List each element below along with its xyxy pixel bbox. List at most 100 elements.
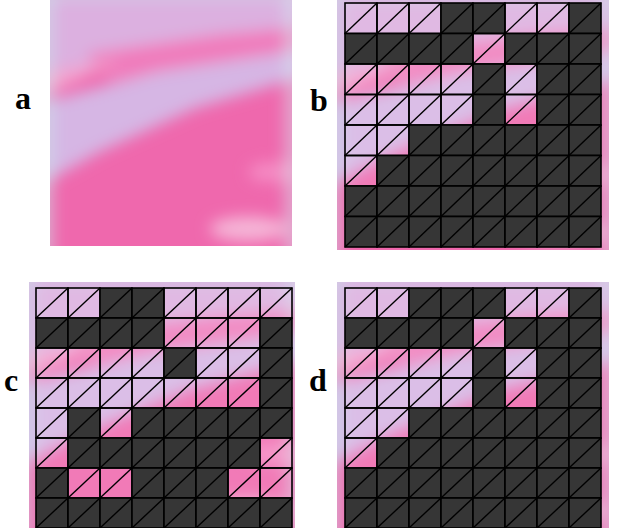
cell-diagonal xyxy=(569,348,601,378)
grid-cell xyxy=(36,468,68,498)
grid-cell xyxy=(377,348,409,378)
grid-cell xyxy=(345,498,377,528)
grid-cell xyxy=(505,468,537,498)
cell-diagonal xyxy=(409,408,441,438)
grid-cell xyxy=(537,34,569,65)
cell-diagonal xyxy=(409,64,441,95)
cell-diagonal xyxy=(196,348,228,378)
grid-cell xyxy=(569,438,601,468)
cell-diagonal xyxy=(260,438,292,468)
grid-cell xyxy=(473,95,505,126)
cell-diagonal xyxy=(473,95,505,126)
panel-letter: d xyxy=(309,364,327,396)
cell-diagonal xyxy=(537,438,569,468)
cell-diagonal xyxy=(68,348,100,378)
cell-diagonal xyxy=(196,318,228,348)
grid-cell xyxy=(569,95,601,126)
grid-cell xyxy=(164,348,196,378)
grid-cell xyxy=(345,3,377,34)
cell-diagonal xyxy=(473,186,505,217)
cell-diagonal xyxy=(569,125,601,156)
cell-diagonal xyxy=(409,348,441,378)
cell-diagonal xyxy=(441,288,473,318)
cell-diagonal xyxy=(505,408,537,438)
grid-cell xyxy=(377,468,409,498)
cell-diagonal xyxy=(473,318,505,348)
cell-diagonal xyxy=(345,186,377,217)
grid-cell xyxy=(100,378,132,408)
cell-diagonal xyxy=(345,217,377,248)
grid-cell xyxy=(100,408,132,438)
grid-cell xyxy=(569,3,601,34)
grid-cell xyxy=(569,318,601,348)
grid-cell xyxy=(68,378,100,408)
cell-diagonal xyxy=(505,438,537,468)
cell-diagonal xyxy=(505,498,537,528)
grid-cell xyxy=(409,438,441,468)
grid-cell xyxy=(36,498,68,528)
grid-cell xyxy=(569,408,601,438)
cell-diagonal xyxy=(441,348,473,378)
cell-diagonal xyxy=(68,438,100,468)
grid-cell xyxy=(68,408,100,438)
cell-diagonal xyxy=(345,125,377,156)
grid-cell xyxy=(260,378,292,408)
cell-diagonal xyxy=(537,186,569,217)
cell-diagonal xyxy=(441,125,473,156)
cell-diagonal xyxy=(441,217,473,248)
grid-cell xyxy=(164,318,196,348)
grid-cell xyxy=(345,408,377,438)
grid-cell xyxy=(441,217,473,248)
grid-cell xyxy=(505,438,537,468)
grid-cell xyxy=(537,318,569,348)
grid-cell xyxy=(473,3,505,34)
grid-cell xyxy=(260,438,292,468)
grid-cell xyxy=(441,156,473,187)
cell-diagonal xyxy=(228,288,260,318)
grid-cell xyxy=(537,3,569,34)
grid-cell xyxy=(537,288,569,318)
cell-diagonal xyxy=(537,3,569,34)
grid-cell xyxy=(537,498,569,528)
cell-diagonal xyxy=(569,408,601,438)
grid-cell xyxy=(441,64,473,95)
cell-diagonal xyxy=(441,408,473,438)
grid-cell xyxy=(164,378,196,408)
cell-diagonal xyxy=(569,95,601,126)
grid-cell xyxy=(473,378,505,408)
grid-cell xyxy=(409,468,441,498)
cell-diagonal xyxy=(473,64,505,95)
grid-cell xyxy=(537,468,569,498)
grid-cell xyxy=(68,288,100,318)
cell-diagonal xyxy=(569,3,601,34)
grid-cell xyxy=(260,468,292,498)
cell-diagonal xyxy=(100,468,132,498)
cell-diagonal xyxy=(505,186,537,217)
cell-diagonal xyxy=(473,217,505,248)
grid-cell xyxy=(36,378,68,408)
grid-cell xyxy=(505,34,537,65)
grid-cell xyxy=(505,217,537,248)
cell-diagonal xyxy=(409,186,441,217)
grid-cell xyxy=(505,156,537,187)
mask-grid xyxy=(345,288,601,528)
cell-diagonal xyxy=(132,318,164,348)
cell-diagonal xyxy=(132,438,164,468)
cell-diagonal xyxy=(68,498,100,528)
grid-cell xyxy=(505,408,537,438)
grid-cell xyxy=(228,288,260,318)
cell-diagonal xyxy=(377,156,409,187)
grid-cell xyxy=(569,156,601,187)
grid-cell xyxy=(473,318,505,348)
grid-cell xyxy=(409,288,441,318)
cell-diagonal xyxy=(228,498,260,528)
grid-cell xyxy=(377,498,409,528)
cell-diagonal xyxy=(569,186,601,217)
grid-cell xyxy=(345,348,377,378)
grid-cell xyxy=(441,186,473,217)
grid-cell xyxy=(409,34,441,65)
cell-diagonal xyxy=(537,156,569,187)
grid-cell xyxy=(260,348,292,378)
cell-diagonal xyxy=(505,34,537,65)
cell-diagonal xyxy=(36,378,68,408)
